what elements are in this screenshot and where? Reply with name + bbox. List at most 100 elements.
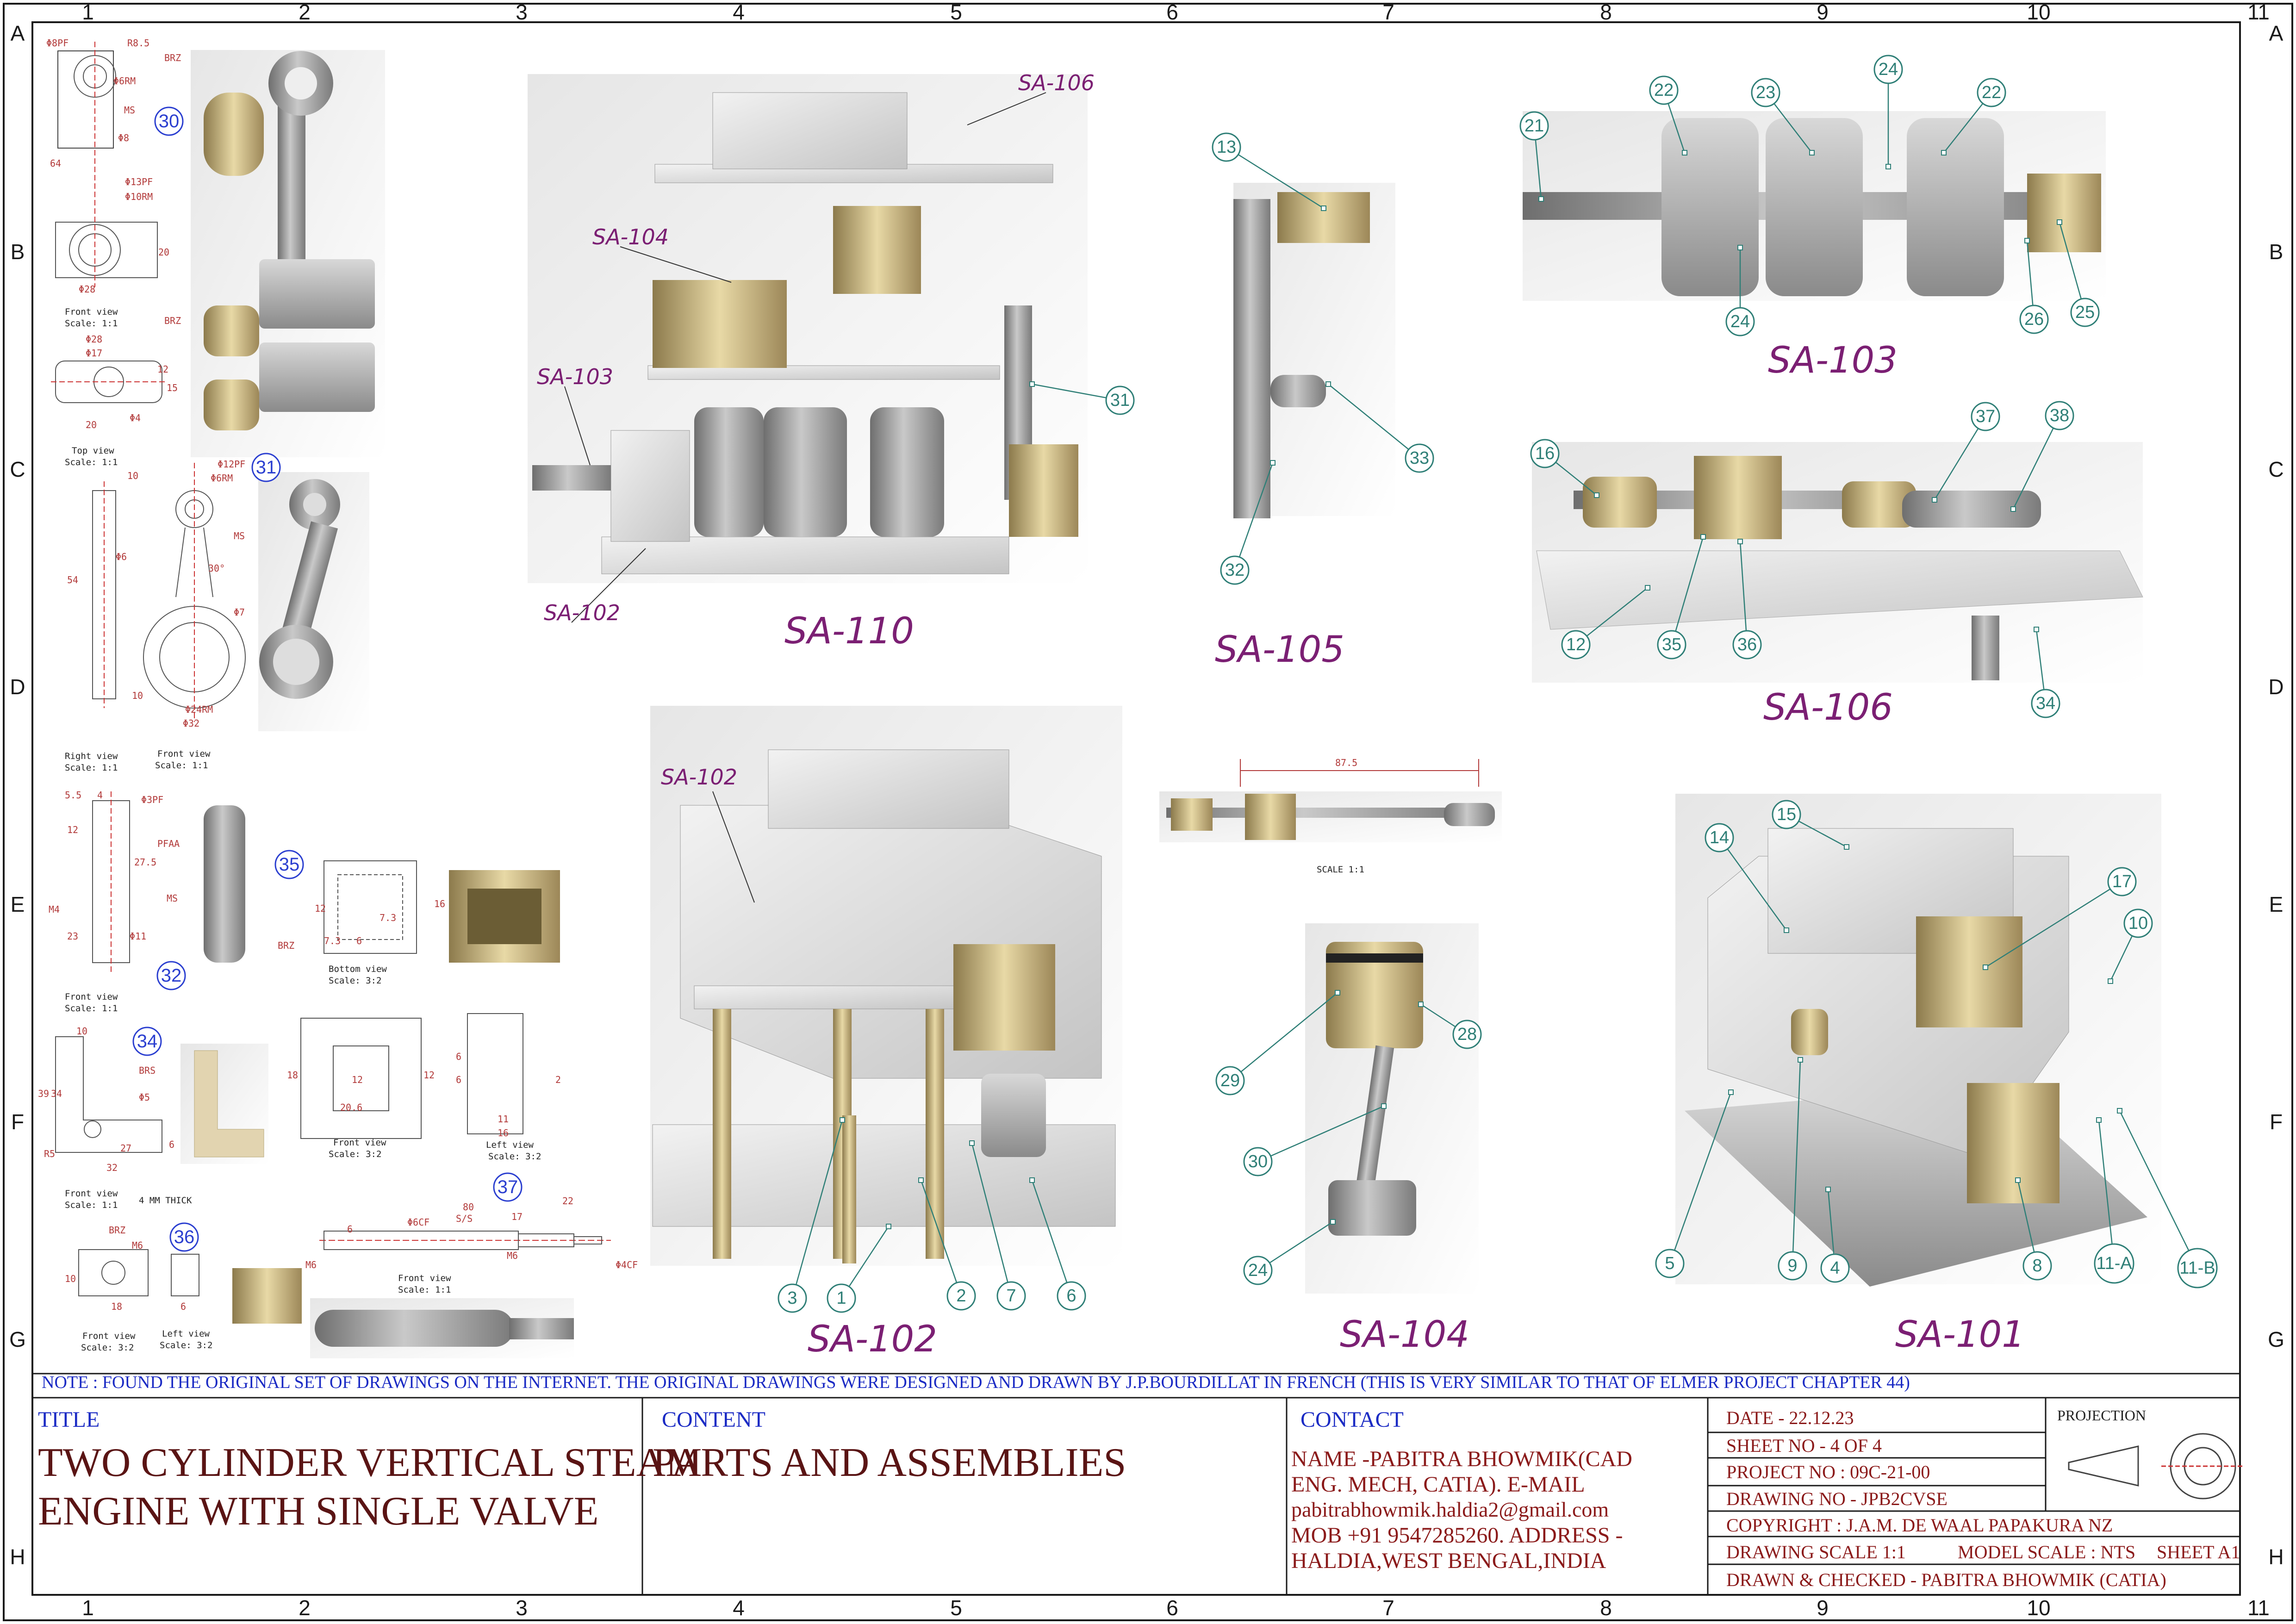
balloon-number: 25 bbox=[2075, 303, 2095, 322]
title-line-2: ENGINE WITH SINGLE VALVE bbox=[38, 1489, 599, 1534]
sheet-no-field: SHEET NO - 4 OF 4 bbox=[1726, 1435, 1882, 1456]
balloon-circle bbox=[1657, 630, 1686, 660]
grid-col-bottom: 2 bbox=[299, 1596, 311, 1620]
balloon-circle bbox=[1220, 555, 1250, 585]
balloon-number: 23 bbox=[1756, 83, 1775, 102]
detail-dimension: BRS bbox=[139, 1065, 156, 1076]
leader-anchor bbox=[1700, 534, 1706, 540]
leader-anchor bbox=[1645, 585, 1650, 591]
leader-anchor bbox=[1983, 964, 1988, 970]
leader-anchor bbox=[2024, 238, 2030, 243]
balloon-number: 5 bbox=[1665, 1254, 1674, 1273]
leader-line bbox=[1234, 462, 1274, 571]
drawn-checked-field: DRAWN & CHECKED - PABITRA BHOWMIK (CATIA… bbox=[1726, 1569, 2166, 1590]
grid-row-right: H bbox=[2268, 1545, 2284, 1569]
copyright-field: COPYRIGHT : J.A.M. DE WAAL PAPAKURA NZ bbox=[1726, 1515, 2113, 1536]
leader-anchor bbox=[2010, 506, 2016, 512]
sub-assembly-label: SA-102 bbox=[544, 600, 620, 625]
balloon-number: 14 bbox=[1710, 828, 1729, 847]
balloon-circle bbox=[2022, 1251, 2052, 1281]
detail-balloon-number: 36 bbox=[174, 1227, 195, 1247]
detail-dimension: 7.3 bbox=[380, 912, 396, 923]
assembly-sa101 bbox=[1675, 794, 2161, 1287]
detail-dimension: 12 bbox=[352, 1074, 363, 1085]
grid-col-bottom: 11 bbox=[2247, 1596, 2270, 1620]
date-field: DATE - 22.12.23 bbox=[1726, 1407, 1854, 1428]
leader-anchor bbox=[1728, 1089, 1734, 1095]
balloon-number: 11-B bbox=[2179, 1258, 2215, 1278]
balloon-circle bbox=[1519, 111, 1549, 141]
leader-anchor bbox=[1798, 1057, 1803, 1063]
detail-view-label: Scale: 1:1 bbox=[65, 318, 118, 329]
detail-dimension: 18 bbox=[287, 1070, 298, 1081]
detail-dimension: 16 bbox=[434, 898, 445, 909]
assembly-label-sa106: SA-106 bbox=[1763, 687, 1893, 728]
sub-label-leader bbox=[967, 92, 1046, 125]
detail-dimension: Φ6 bbox=[116, 551, 127, 562]
leader-anchor bbox=[918, 1177, 924, 1183]
leader-line bbox=[1226, 146, 1324, 209]
detail-dimension: Φ11 bbox=[130, 931, 146, 942]
detail-dimension: 6 bbox=[356, 935, 362, 946]
drawing-no-field: DRAWING NO - JPB2CVSE bbox=[1726, 1488, 1948, 1509]
detail-dimension: 30° bbox=[208, 563, 225, 574]
sub-assembly-label: SA-103 bbox=[537, 364, 613, 389]
detail-drawings bbox=[51, 42, 611, 1296]
model-scale-field: MODEL SCALE : NTS bbox=[1958, 1542, 2136, 1562]
detail-dimension: M6 bbox=[305, 1259, 317, 1270]
detail-balloon-number: 30 bbox=[159, 111, 180, 131]
leader-anchor bbox=[1321, 205, 1326, 211]
assembly-sa103 bbox=[1523, 111, 2106, 301]
grid-row-right: A bbox=[2269, 21, 2284, 45]
detail-dimension: Φ5 bbox=[139, 1092, 150, 1103]
detail-dimension: BRZ bbox=[164, 315, 181, 326]
leader-line bbox=[1575, 587, 1648, 645]
detail-dimension: Φ24RM bbox=[185, 704, 213, 715]
grid-col-top: 11 bbox=[2247, 0, 2270, 24]
leader-line bbox=[2119, 1110, 2198, 1269]
grid-row-left: B bbox=[11, 240, 25, 264]
leader-anchor bbox=[1029, 381, 1035, 387]
detail-dimension: M4 bbox=[49, 904, 60, 915]
detail-dimension: 6 bbox=[456, 1051, 461, 1062]
leader-line bbox=[791, 1120, 843, 1299]
detail-dimension: M6 bbox=[507, 1250, 518, 1261]
grid-col-bottom: 3 bbox=[516, 1596, 528, 1620]
leader-line bbox=[2059, 222, 2086, 313]
detail-view-label: Front view bbox=[65, 1188, 118, 1199]
balloon-circle bbox=[1772, 800, 1801, 829]
project-no-field: PROJECT NO : 09C-21-00 bbox=[1726, 1462, 1930, 1482]
detail-balloon-circle bbox=[493, 1172, 523, 1202]
detail-view-label: Scale: 1:1 bbox=[155, 760, 208, 771]
balloon-number: 33 bbox=[1410, 448, 1429, 468]
leader-line bbox=[1739, 541, 1748, 645]
balloon-circle bbox=[1243, 1147, 1273, 1176]
leader-line bbox=[920, 1180, 962, 1296]
title-heading: TITLE bbox=[38, 1407, 100, 1432]
detail-dimension: Φ12PF bbox=[218, 459, 245, 470]
grid-row-right: D bbox=[2268, 675, 2284, 699]
balloon-number: 26 bbox=[2024, 310, 2044, 329]
detail-dimension: Φ6CF bbox=[407, 1217, 429, 1228]
leader-anchor bbox=[1330, 1219, 1336, 1225]
leader-anchor bbox=[840, 1117, 845, 1123]
detail-dimension: 20.6 bbox=[340, 1102, 362, 1113]
leader-line bbox=[1934, 416, 1986, 500]
grid-col-top: 2 bbox=[299, 0, 311, 24]
balloon-number: 22 bbox=[1982, 83, 2001, 102]
balloon-circle bbox=[1820, 1253, 1850, 1283]
balloon-circle bbox=[1405, 443, 1434, 473]
sub-label-leader bbox=[620, 246, 732, 283]
grid-col-top: 3 bbox=[516, 0, 528, 24]
balloon-circle bbox=[1530, 439, 1560, 468]
detail-dimension: Φ28 bbox=[79, 284, 95, 295]
detail-dimension: S/S bbox=[456, 1213, 473, 1224]
balloon-circle bbox=[1243, 1256, 1273, 1285]
balloon-number: 10 bbox=[2128, 914, 2148, 933]
balloon-circle bbox=[1655, 1249, 1685, 1278]
leader-line bbox=[1257, 1221, 1333, 1271]
